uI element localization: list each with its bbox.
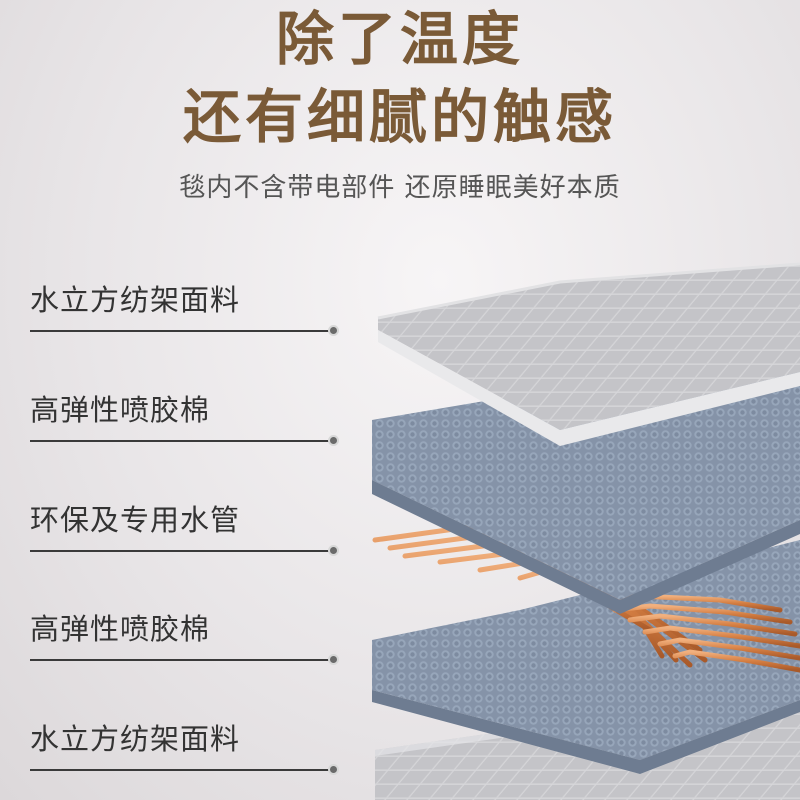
layer-label-text: 高弹性喷胶棉 bbox=[30, 612, 211, 646]
leader-dot-icon bbox=[328, 764, 339, 775]
leader-dot-icon bbox=[328, 435, 339, 446]
leader-dot-icon bbox=[328, 654, 339, 665]
top-fabric-layer bbox=[377, 262, 800, 446]
layer-label-pipes: 环保及专用水管 bbox=[30, 500, 340, 556]
leader-dot-icon bbox=[328, 325, 339, 336]
layer-label-lower-foam: 高弹性喷胶棉 bbox=[30, 609, 340, 665]
layer-label-bottom-fabric: 水立方纺架面料 bbox=[30, 719, 340, 775]
lower-foam-layer bbox=[372, 540, 800, 774]
leader-line bbox=[30, 769, 330, 771]
layer-label-upper-foam: 高弹性喷胶棉 bbox=[30, 390, 340, 446]
layer-label-top-fabric: 水立方纺架面料 bbox=[30, 280, 340, 336]
headline-line-2: 还有细腻的触感 bbox=[182, 83, 617, 151]
leader-dot-icon bbox=[328, 545, 339, 556]
leader-line bbox=[30, 550, 330, 552]
layer-label-text: 高弹性喷胶棉 bbox=[30, 393, 211, 427]
subtitle: 毯内不含带电部件 还原睡眠美好本质 bbox=[179, 173, 621, 203]
headline-line-1: 除了温度 bbox=[275, 5, 524, 73]
copper-pipe-layer bbox=[372, 517, 800, 673]
leader-line bbox=[30, 330, 330, 332]
layer-label-text: 水立方纺架面料 bbox=[30, 722, 241, 756]
leader-line bbox=[30, 440, 330, 442]
layer-label-text: 环保及专用水管 bbox=[30, 503, 241, 537]
leader-line bbox=[30, 659, 330, 661]
layer-label-text: 水立方纺架面料 bbox=[30, 283, 241, 317]
